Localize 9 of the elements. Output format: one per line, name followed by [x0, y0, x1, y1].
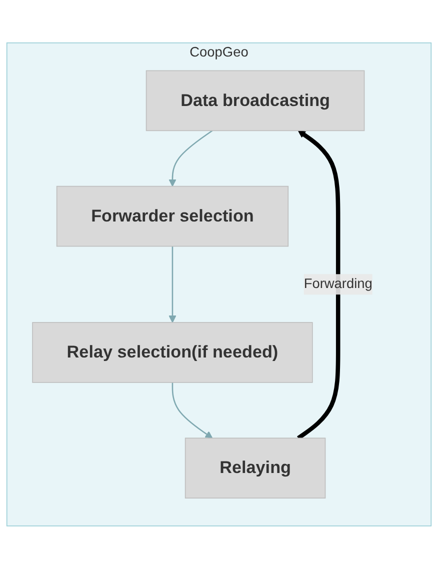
arrow — [297, 130, 340, 440]
arrow — [168, 246, 176, 322]
edge-label: Forwarding — [304, 276, 372, 291]
arrow — [172, 382, 213, 438]
node-box: Forwarder selection — [56, 186, 289, 246]
arrow — [168, 130, 213, 186]
node-box: Relay selection(if needed) — [32, 322, 313, 382]
node-box: Data broadcasting — [146, 70, 365, 131]
node-box: Relaying — [184, 437, 326, 498]
